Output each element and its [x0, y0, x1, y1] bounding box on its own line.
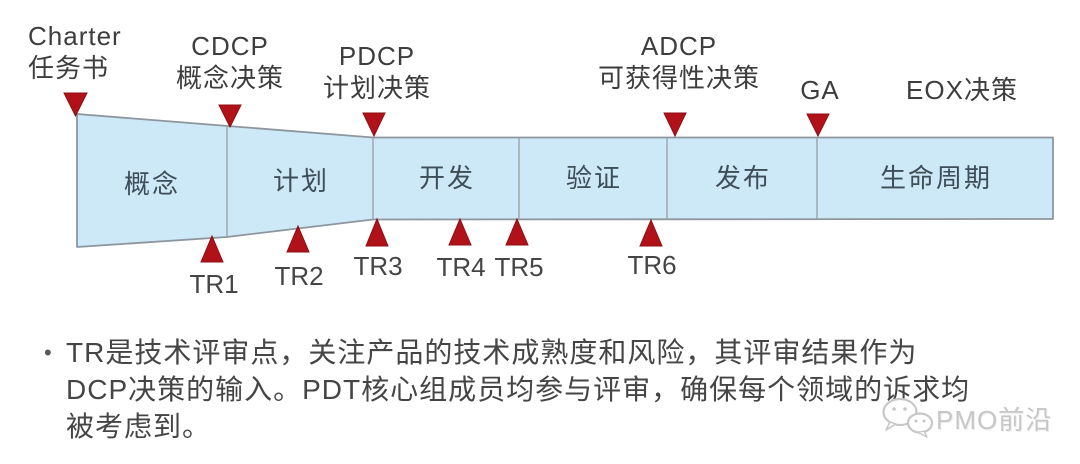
- milestone-title: PDCP: [338, 41, 416, 71]
- marker-charter-icon: [63, 92, 88, 118]
- milestone-title: Charter: [28, 21, 122, 51]
- milestone-subtitle: 概念决策: [175, 63, 285, 93]
- milestone-subtitle: 计划决策: [322, 73, 432, 103]
- tr-note-line: TR是技术评审点，关注产品的技术成熟度和风险，其评审结果作为: [66, 337, 918, 368]
- phase-verify: 验证: [565, 163, 623, 193]
- tr-label-4: TR4: [436, 252, 486, 282]
- funnel-band: [76, 113, 1054, 248]
- marker-tr3-icon: [365, 217, 389, 247]
- marker-tr2-icon: [286, 224, 310, 253]
- milestone-ga: GA: [800, 74, 840, 106]
- milestone-cdcp: CDCP 概念决策: [176, 30, 284, 94]
- tr-label-5: TR5: [494, 252, 544, 282]
- tr-label-2: TR2: [274, 261, 324, 291]
- tr-note: TR是技术评审点，关注产品的技术成熟度和风险，其评审结果作为 DCP决策的输入。…: [66, 334, 1046, 445]
- tr-note-line: DCP决策的输入。PDT核心组成员均参与评审，确保每个领域的诉求均: [66, 374, 971, 405]
- milestone-pdcp: PDCP 计划决策: [323, 40, 431, 104]
- milestone-title: GA: [800, 75, 840, 105]
- marker-pdcp-icon: [362, 112, 386, 138]
- marker-tr5-icon: [505, 217, 529, 246]
- milestone-adcp: ADCP 可获得性决策: [598, 30, 760, 94]
- tr-note-line: 被考虑到。: [66, 411, 212, 442]
- milestone-eox: EOX决策: [906, 74, 1018, 106]
- marker-tr1-icon: [200, 234, 224, 263]
- milestone-title: EOX决策: [906, 75, 1018, 105]
- milestone-title: ADCP: [640, 31, 718, 61]
- wechat-icon: [882, 397, 934, 438]
- milestone-subtitle: 任务书: [28, 53, 110, 83]
- phase-develop: 开发: [418, 163, 476, 193]
- marker-adcp-icon: [663, 112, 687, 138]
- marker-ga-icon: [806, 113, 830, 138]
- phase-release: 发布: [714, 163, 772, 193]
- bullet-dot: •: [44, 340, 52, 365]
- marker-cdcp-icon: [218, 104, 242, 129]
- tr-label-3: TR3: [353, 251, 403, 281]
- watermark: PMO前沿: [878, 396, 1052, 440]
- tr-label-1: TR1: [189, 269, 239, 299]
- milestone-charter: Charter 任务书: [28, 20, 122, 84]
- tr-label-6: TR6: [627, 250, 677, 280]
- phase-lifecycle: 生命周期: [879, 163, 993, 193]
- marker-tr4-icon: [448, 217, 472, 246]
- milestone-subtitle: 可获得性决策: [597, 63, 761, 93]
- phase-plan: 计划: [272, 166, 330, 196]
- phase-concept: 概念: [123, 169, 181, 199]
- milestone-title: CDCP: [191, 31, 269, 61]
- marker-tr6-icon: [639, 218, 663, 247]
- watermark-text: PMO前沿: [936, 404, 1053, 435]
